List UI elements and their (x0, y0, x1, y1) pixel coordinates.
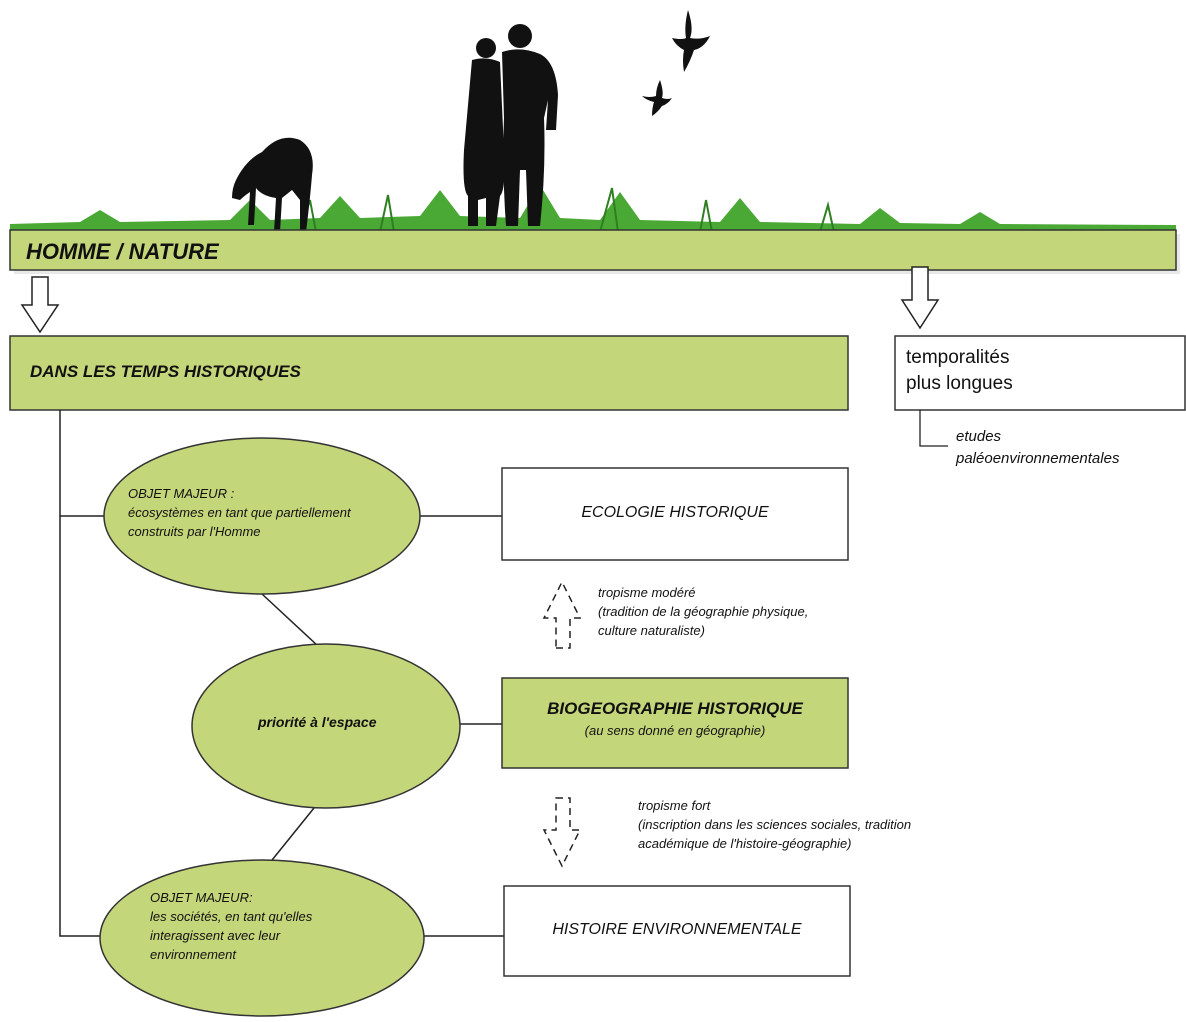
long-temporalities-text: temporalités plus longues (906, 345, 1013, 397)
grass-decoration (10, 185, 1176, 233)
ellipse-priorite-espace (191, 643, 461, 809)
ellipse-top-line3: construits par l'Homme (128, 524, 261, 539)
ellipse-bottom-text: OBJET MAJEUR: les sociétés, en tant qu'e… (150, 888, 312, 964)
deer-silhouette (232, 137, 313, 232)
tropism-strong-line3: académique de l'histoire-géographie) (638, 836, 852, 851)
ecologie-box (501, 467, 849, 561)
tropism-strong-text: tropisme fort (inscription dans les scie… (638, 796, 911, 853)
biogeo-box-title: BIOGEOGRAPHIE HISTORIQUE (547, 699, 803, 718)
paleo-connector (919, 410, 948, 447)
ellipse-bottom-line1: OBJET MAJEUR: (150, 890, 253, 905)
ellipse-mid-text: priorité à l'espace (258, 714, 377, 730)
biogeo-box (501, 677, 849, 769)
ellipse-objet-ecosystemes (103, 437, 421, 595)
top-bar (9, 229, 1177, 271)
tropism-moderate-line1: tropisme modéré (598, 585, 696, 600)
long-temporalities-line2: plus longues (906, 373, 1013, 394)
historical-box (9, 335, 849, 411)
historical-box-title: DANS LES TEMPS HISTORIQUES (30, 362, 301, 381)
ellipse-top-line2: écosystèmes en tant que partiellement (128, 505, 351, 520)
long-temporalities-box (894, 335, 1186, 411)
connector-top-mid (261, 593, 319, 647)
dashed-down-arrow-icon (542, 797, 582, 868)
left-bracket-line (59, 410, 106, 937)
long-temporalities-line1: temporalités (906, 347, 1010, 368)
ellipse-top-line1: OBJET MAJEUR : (128, 486, 235, 501)
birds-silhouette (642, 10, 710, 116)
down-arrow-left-icon (20, 276, 60, 334)
tropism-strong-line1: tropisme fort (638, 798, 711, 813)
tropism-moderate-line2: (tradition de la géographie physique, (598, 604, 809, 619)
ellipse-top-text: OBJET MAJEUR : écosystèmes en tant que p… (128, 484, 351, 541)
histoire-box-title: HISTOIRE ENVIRONNEMENTALE (552, 921, 802, 938)
tropism-moderate-text: tropisme modéré (tradition de la géograp… (598, 583, 808, 640)
biogeo-box-subtitle: (au sens donné en géographie) (584, 723, 766, 738)
paleo-note-line1: etudes (956, 428, 1002, 445)
down-arrow-right-icon (900, 266, 940, 330)
histoire-box (503, 885, 851, 977)
ellipse-bottom-line4: environnement (150, 947, 236, 962)
ecologie-box-title: ECOLOGIE HISTORIQUE (581, 504, 769, 521)
tropism-moderate-line3: culture naturaliste) (598, 623, 705, 638)
tropism-strong-line2: (inscription dans les sciences sociales,… (638, 817, 912, 832)
dashed-up-arrow-icon (542, 580, 582, 649)
couple-silhouette (463, 24, 558, 227)
ellipse-bottom-line3: interagissent avec leur (150, 928, 281, 943)
ellipse-objet-societes (99, 859, 425, 1017)
paleo-note-line2: paléoenvironnementales (956, 450, 1120, 467)
ellipse-bottom-line2: les sociétés, en tant qu'elles (150, 909, 313, 924)
top-bar-title: HOMME / NATURE (26, 239, 219, 264)
paleo-note: etudes paléoenvironnementales (956, 426, 1119, 470)
